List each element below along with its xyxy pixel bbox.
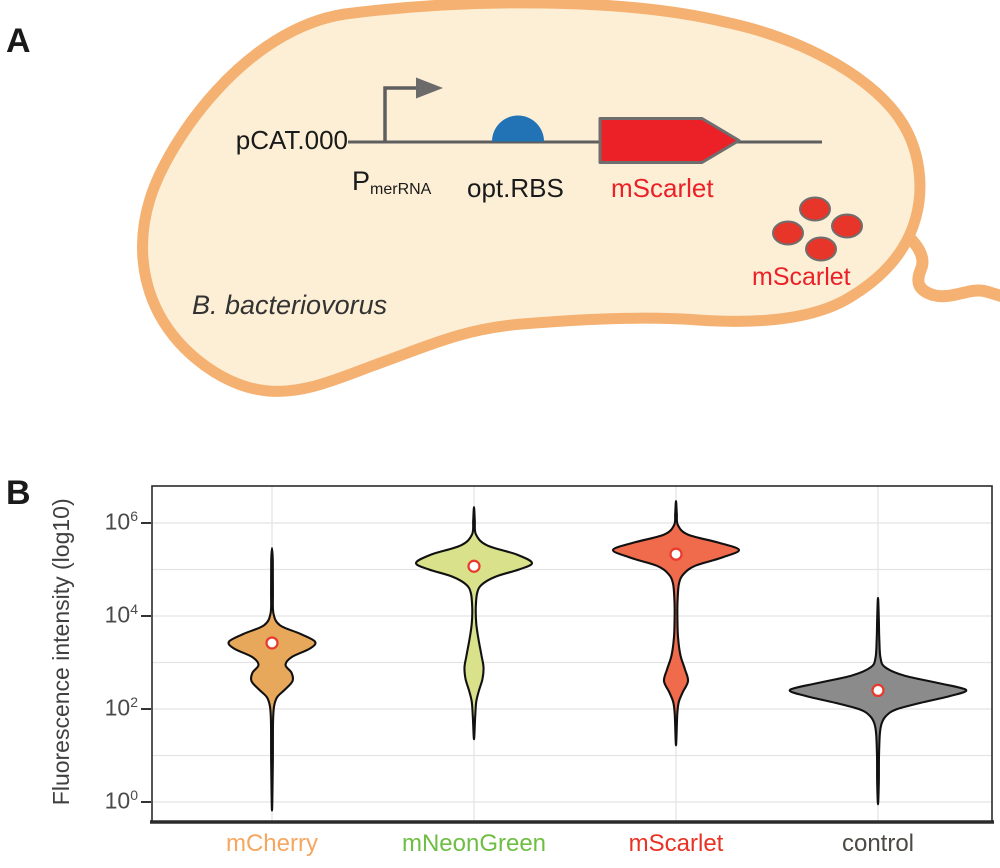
promoter-arrowhead-icon (416, 77, 443, 99)
median-dot-control (871, 683, 885, 698)
y-tick-exp: 6 (130, 508, 138, 524)
protein-dot (772, 220, 804, 246)
panel-a-label: A (6, 22, 31, 60)
protein-dot (799, 196, 831, 222)
flagellum-icon (895, 224, 1000, 303)
protein-dot (831, 213, 863, 239)
y-tick-exp: 2 (130, 694, 138, 710)
panel-b-label: B (6, 474, 31, 512)
cell-body (137, 0, 926, 397)
x-category-mscarlet: mScarlet (628, 830, 724, 857)
y-tick-label-1e6: 106 (84, 509, 138, 534)
promoter-label: PmerRNA (352, 168, 431, 198)
x-category-control: control (841, 830, 915, 857)
violin-control (788, 596, 968, 806)
x-category-mcherry: mCherry (225, 830, 318, 857)
promoter-label-sub: merRNA (370, 181, 432, 198)
y-axis-title: Fluorescence intensity (log10) (48, 498, 75, 806)
gene-label: mScarlet (611, 173, 714, 203)
rbs-icon (492, 115, 544, 142)
x-category-mneongreen: mNeonGreen (401, 830, 547, 857)
promoter-arrow-icon (383, 86, 416, 142)
median-dot-mCherry (265, 636, 279, 650)
y-tick-exp: 4 (130, 601, 138, 617)
y-tick-base: 10 (104, 694, 131, 721)
organism-label: B. bacteriovorus (192, 290, 388, 320)
violin-plot (141, 485, 994, 824)
bacterium-diagram (137, 0, 1000, 397)
median-dot-mScarlet (669, 547, 683, 561)
y-tick-base: 10 (104, 601, 131, 628)
protein-label: mScarlet (752, 263, 851, 291)
y-tick-label-1e2: 102 (84, 695, 138, 720)
gene-arrow-icon (598, 117, 741, 164)
rbs-label: opt.RBS (467, 173, 564, 203)
plasmid-name-label: pCAT.000 (235, 125, 348, 155)
y-tick-base: 10 (104, 787, 131, 814)
y-tick-exp: 0 (130, 787, 138, 803)
y-tick-label-1e0: 100 (84, 788, 138, 813)
median-dot-mNeonGreen (467, 559, 481, 573)
protein-dots (772, 196, 863, 262)
violin-mCherry (227, 547, 317, 812)
y-tick-base: 10 (104, 508, 131, 535)
promoter-label-main: P (352, 166, 371, 196)
violin-mScarlet (611, 500, 741, 747)
y-tick-label-1e4: 104 (84, 602, 138, 627)
protein-dot (805, 236, 837, 262)
violin-mNeonGreen (414, 506, 534, 741)
